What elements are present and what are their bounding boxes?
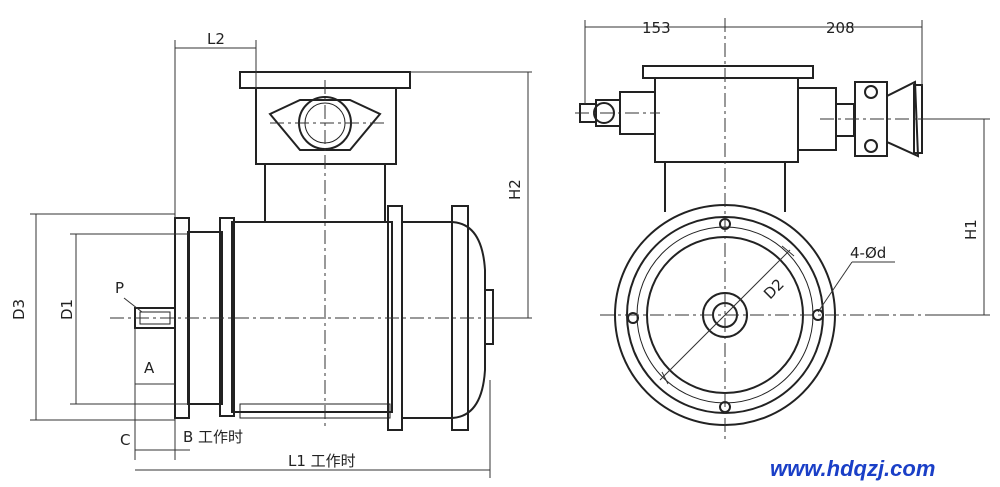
label-holes: 4-Ød: [850, 244, 886, 262]
label-h1: H1: [962, 219, 980, 240]
label-a: A: [144, 359, 155, 377]
side-view: [30, 40, 532, 478]
label-l2: L2: [207, 30, 225, 48]
label-l1: L1 工作时: [288, 452, 356, 470]
side-view-labels: L2 H2 D3 D1 P A C B 工作时 L1 工作时: [10, 30, 524, 470]
label-p: P: [115, 279, 124, 297]
label-d1: D1: [58, 299, 76, 320]
label-c: C: [120, 431, 130, 449]
label-h2: H2: [506, 179, 524, 200]
label-d2: D2: [760, 275, 788, 303]
front-view: [575, 18, 990, 440]
label-b: B 工作时: [183, 428, 243, 446]
watermark: www.hdqzj.com: [770, 456, 935, 481]
front-view-labels: 153 208 D2 4-Ød H1: [642, 19, 980, 303]
label-d3: D3: [10, 299, 28, 320]
label-153: 153: [642, 19, 671, 37]
label-208: 208: [826, 19, 855, 37]
